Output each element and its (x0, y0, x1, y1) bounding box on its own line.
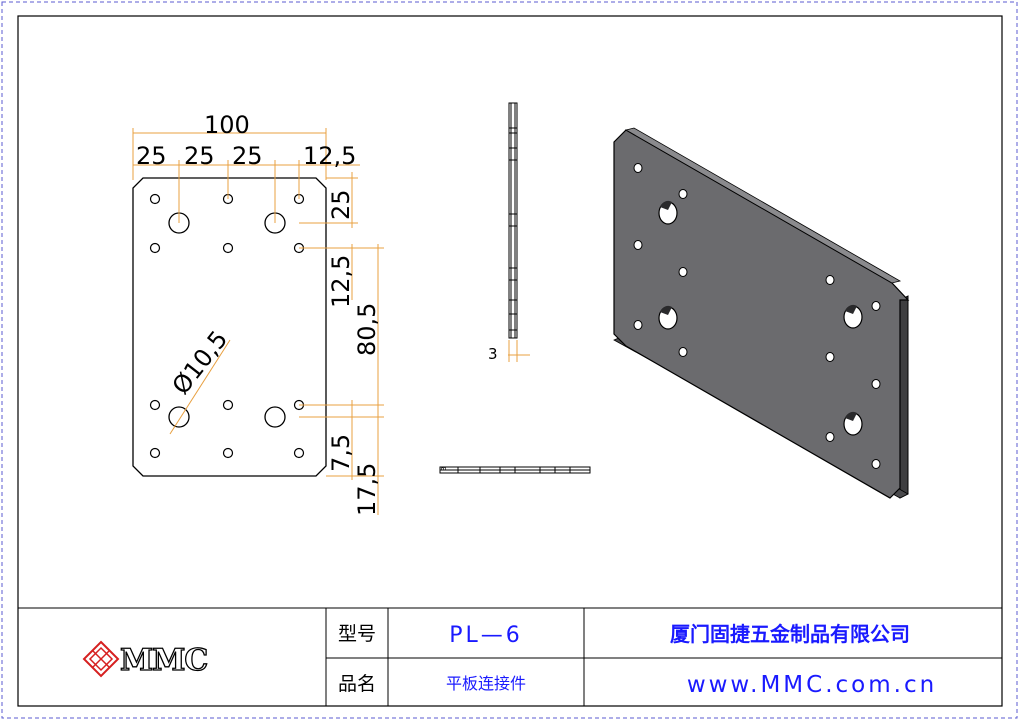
dim-pitch-2: 25 (184, 142, 215, 170)
company-website: www.MMC.com.cn (687, 672, 937, 698)
dim-edge-offset: 12,5 (303, 142, 356, 170)
dim-thickness-small: 3 (440, 467, 448, 471)
plate-outline (132, 177, 327, 477)
front-view (132, 177, 327, 477)
logo-text: MMC (120, 643, 207, 678)
name-label: 品名 (338, 673, 376, 695)
dim-pitch-3: 25 (232, 142, 263, 170)
mmc-logo: MMC (82, 640, 209, 679)
dim-hole-diameter: Ø10,5 (167, 325, 234, 399)
dim-top-offset: 25 (327, 189, 355, 220)
title-block (18, 607, 1002, 706)
name-value: 平板连接件 (446, 674, 526, 693)
small-holes (149, 193, 305, 459)
logo-emblem-icon (82, 640, 120, 678)
inner-frame (17, 15, 1003, 707)
company-name: 厦门固捷五金制品有限公司 (670, 622, 910, 646)
dim-bottom-offset-1: 7,5 (327, 434, 355, 472)
bottom-view (439, 466, 591, 474)
dimension-text: 100 25 25 25 12,5 25 12,5 80,5 7,5 17,5 … (136, 111, 498, 516)
dim-overall-width: 100 (204, 111, 250, 139)
iso-hole-shadows (660, 200, 857, 421)
isometric-view (613, 127, 910, 499)
iso-holes (633, 163, 881, 469)
dim-thickness: 3 (488, 345, 498, 363)
dimension-lines (132, 128, 530, 515)
dim-mid-offset: 12,5 (327, 255, 355, 308)
model-label: 型号 (338, 623, 376, 645)
side-view (508, 102, 518, 339)
dim-span-vertical: 80,5 (353, 303, 381, 356)
dim-bottom-offset-2: 17,5 (353, 463, 381, 516)
dim-pitch-1: 25 (136, 142, 167, 170)
model-value: PL—6 (449, 623, 523, 648)
